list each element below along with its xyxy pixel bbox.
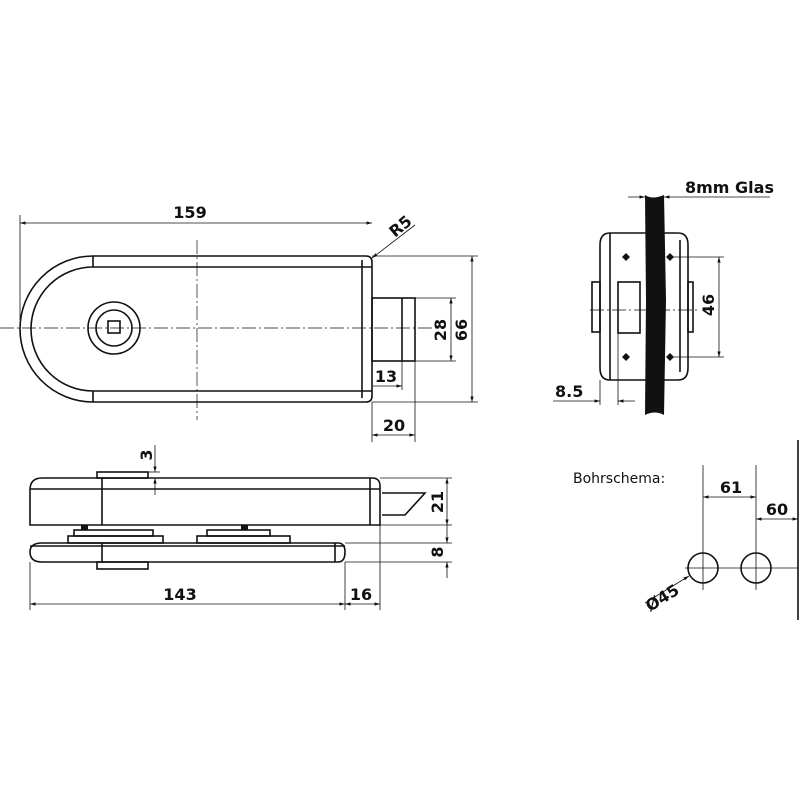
drill-hole xyxy=(740,552,772,584)
glass-pane xyxy=(645,195,666,415)
dim-hole-diameter: Ø45 xyxy=(642,580,682,615)
dim-tab-height: 3 xyxy=(137,449,156,460)
dim-hole-spacing: 61 xyxy=(720,478,742,497)
drill-scheme-title: Bohrschema: xyxy=(573,471,665,487)
bolt-side xyxy=(382,492,427,516)
dim-height: 66 xyxy=(452,319,471,341)
side-view: 3 21 8 143 16 xyxy=(29,445,452,610)
dim-bolt-length: 20 xyxy=(383,416,405,435)
dim-bolt-height: 28 xyxy=(431,319,450,341)
lock-end-outline xyxy=(599,232,689,381)
dim-edge-distance: 60 xyxy=(766,500,788,519)
top-view: 159 R5 28 66 13 20 xyxy=(0,203,478,442)
glass-label: 8mm Glas xyxy=(685,178,774,197)
end-view: 46 8mm Glas 8.5 xyxy=(553,178,774,415)
square-drive-icon xyxy=(107,320,121,334)
key-cylinder xyxy=(87,301,141,355)
bolt xyxy=(371,297,416,362)
bottom-tab xyxy=(96,561,149,570)
dim-bolt-inset: 13 xyxy=(375,367,397,386)
drill-hole xyxy=(687,552,719,584)
dim-offset: 8.5 xyxy=(555,382,583,401)
dim-bolt-overhang: 16 xyxy=(350,585,372,604)
lock-body-side xyxy=(29,477,381,526)
lock-body-inner xyxy=(30,256,372,402)
dim-width: 159 xyxy=(173,203,206,222)
screw xyxy=(81,525,88,530)
screw xyxy=(241,525,248,530)
drill-scheme: Bohrschema: 61 60 Ø45 xyxy=(573,440,799,620)
dim-plate-height: 8 xyxy=(428,546,447,557)
top-tab xyxy=(96,471,149,479)
lock-body-outline xyxy=(19,255,373,403)
dim-body-height: 21 xyxy=(428,491,447,513)
dim-radius: R5 xyxy=(385,211,415,241)
dim-screw-spacing: 46 xyxy=(699,294,718,316)
dim-plate-length: 143 xyxy=(163,585,196,604)
